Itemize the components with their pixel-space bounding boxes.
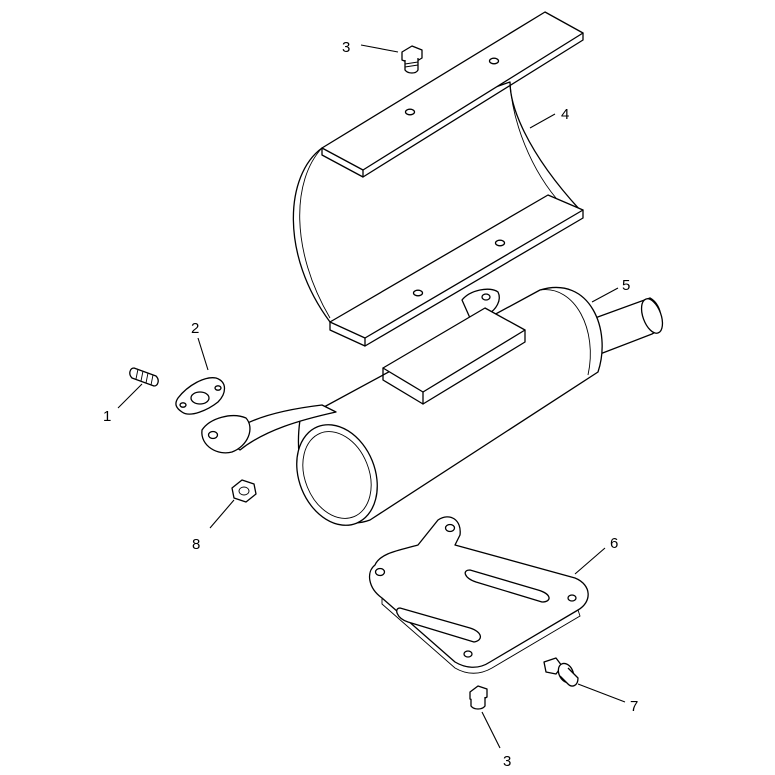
muffler <box>201 287 664 526</box>
flange-bolt <box>543 657 579 687</box>
stud <box>129 367 159 387</box>
mounting-bracket <box>368 516 589 674</box>
callout-3-bottom: 3 <box>503 753 511 770</box>
callout-4: 4 <box>561 106 569 123</box>
callout-2: 2 <box>191 320 199 337</box>
bolt-bottom <box>469 685 488 710</box>
gasket <box>175 377 226 415</box>
callout-8: 8 <box>192 536 200 553</box>
callout-3-top: 3 <box>342 39 350 56</box>
callout-5: 5 <box>622 277 630 294</box>
heat-shield <box>292 11 584 347</box>
nut <box>231 479 257 503</box>
callout-6: 6 <box>610 535 618 552</box>
callout-7: 7 <box>630 698 638 715</box>
callout-1: 1 <box>103 408 111 425</box>
bolt-top <box>401 45 423 74</box>
